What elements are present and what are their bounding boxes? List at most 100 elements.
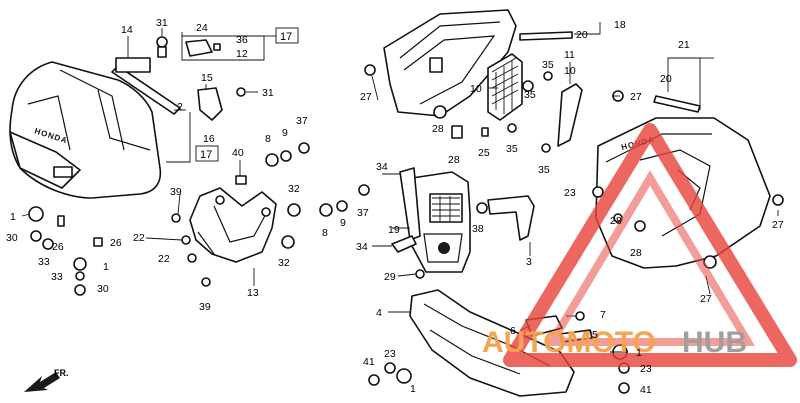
callout-9b: 9 — [340, 217, 346, 229]
bolt-22b — [187, 253, 197, 263]
bolt-41a — [368, 374, 380, 386]
callout-35d: 35 — [538, 164, 550, 176]
grommet-28d — [634, 220, 646, 232]
headlight-fairing: HONDA — [9, 61, 162, 199]
screw-27a — [364, 64, 376, 76]
callout-28b: 28 — [448, 154, 460, 166]
bolt-41b — [618, 382, 630, 394]
callout-1: 1 — [10, 211, 16, 223]
washer-30a — [30, 230, 42, 242]
callout-17b: 17 — [200, 149, 212, 161]
callout-33: 33 — [38, 256, 50, 268]
callout-26: 26 — [52, 241, 64, 253]
callout-26b: 26 — [110, 237, 122, 249]
callout-23: 23 — [564, 187, 576, 199]
callout-30b: 30 — [97, 283, 109, 295]
callout-29: 29 — [384, 271, 396, 283]
callout-37b: 37 — [357, 207, 369, 219]
callout-35c: 35 — [506, 143, 518, 155]
callout-35: 35 — [542, 59, 554, 71]
grommet-1b — [73, 257, 87, 271]
screw-26a — [57, 215, 65, 227]
callout-32: 32 — [288, 183, 300, 195]
callout-8b: 8 — [322, 227, 328, 239]
grommet-28a — [433, 105, 447, 119]
callout-27b: 27 — [630, 91, 642, 103]
callout-34: 34 — [376, 161, 388, 173]
grommet-1a — [28, 206, 44, 222]
washer-30b — [74, 284, 86, 296]
strip-20a — [519, 31, 573, 41]
callout-41b: 41 — [640, 384, 652, 396]
leader-lines — [21, 22, 779, 353]
headlight-stay — [189, 187, 277, 263]
screw-37a — [298, 142, 310, 154]
collar-23a — [592, 186, 604, 198]
callout-28d: 28 — [630, 247, 642, 259]
callout-23c: 23 — [640, 363, 652, 375]
band-34b — [391, 235, 417, 253]
callout-30: 30 — [6, 232, 18, 244]
callout-6: 6 — [510, 325, 516, 337]
screw-37b — [358, 184, 370, 196]
grommet-8a — [265, 153, 279, 167]
part-number-labels: 14 31 24 36 12 17 15 31 2 16 17 37 8 9 4… — [6, 17, 784, 396]
screw-7 — [575, 311, 585, 321]
front-arrow-label: FR. — [54, 368, 69, 378]
callout-1b: 1 — [103, 261, 109, 273]
collar-9b — [336, 200, 348, 212]
callout-3: 3 — [526, 256, 532, 268]
callout-5: 5 — [592, 329, 598, 341]
callout-27d: 27 — [700, 293, 712, 305]
callout-21: 21 — [678, 39, 690, 51]
bolt-39b — [201, 277, 211, 287]
bracket-15 — [197, 87, 223, 121]
callout-15: 15 — [201, 72, 213, 84]
screw-38 — [476, 202, 488, 214]
collar-33a — [42, 238, 54, 250]
callout-31: 31 — [156, 17, 168, 29]
callout-14: 14 — [121, 24, 133, 36]
collar-33b — [75, 271, 85, 281]
nut-35b — [522, 80, 534, 92]
callout-28: 28 — [432, 123, 444, 135]
callout-19: 19 — [388, 224, 400, 236]
clip-36 — [213, 43, 221, 51]
nut-32a — [287, 203, 301, 217]
box-17a — [275, 27, 299, 44]
clip-24 — [185, 39, 213, 57]
callout-20: 20 — [576, 29, 588, 41]
box-17b — [195, 145, 219, 162]
reflector-11 — [557, 83, 583, 147]
callout-24: 24 — [196, 22, 208, 34]
callout-41: 41 — [363, 356, 375, 368]
callout-25: 25 — [478, 147, 490, 159]
callout-36: 36 — [236, 34, 248, 46]
collar-23b — [384, 362, 396, 374]
callout-34b: 34 — [356, 241, 368, 253]
watermark-part2: HUB — [682, 326, 747, 359]
grommet-1c — [396, 368, 412, 384]
callout-22b: 22 — [158, 253, 170, 265]
nut-35c — [507, 123, 517, 133]
callout-39b: 39 — [199, 301, 211, 313]
callout-27: 27 — [360, 91, 372, 103]
grommet-8b — [319, 203, 333, 217]
collar-9a — [280, 150, 292, 162]
callout-11: 11 — [564, 49, 575, 61]
callout-8: 8 — [265, 133, 271, 145]
strip-20b — [653, 95, 701, 113]
nut-35d — [541, 143, 551, 153]
callout-31b: 31 — [262, 87, 274, 99]
callout-13: 13 — [247, 287, 259, 299]
callout-22: 22 — [133, 232, 145, 244]
callout-7: 7 — [600, 309, 606, 321]
callout-16: 16 — [203, 133, 215, 145]
callout-33b: 33 — [51, 271, 63, 283]
watermark: AUTOMOTO HUB — [482, 123, 797, 367]
bolt-22a — [181, 235, 191, 245]
callout-1d: 1 — [636, 347, 642, 359]
front-arrow: FR. — [24, 368, 69, 392]
callout-20b: 20 — [660, 73, 672, 85]
